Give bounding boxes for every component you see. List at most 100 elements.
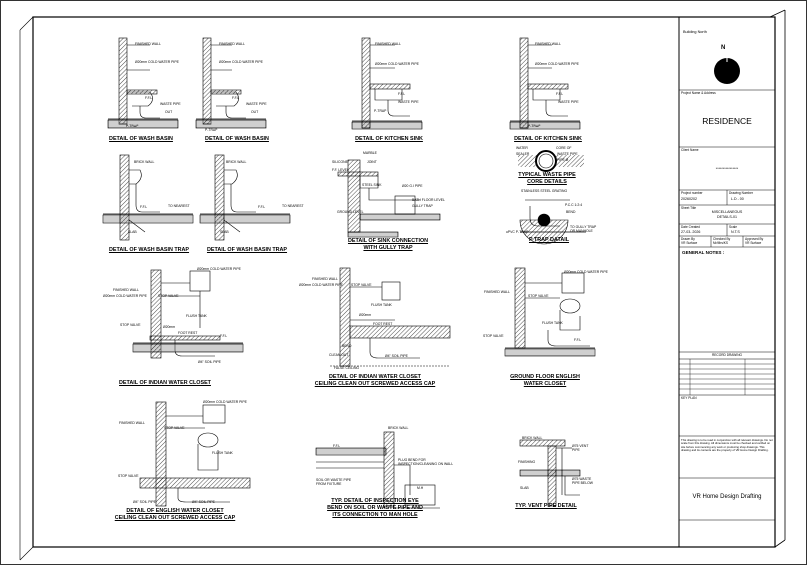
disclaimer-text: This drawing is to be read in conjunctio… bbox=[681, 438, 773, 453]
label-stop-valve-2: STOP VALVE bbox=[118, 474, 139, 478]
caption-indian-wc-cc-line2: CEILING CLEAN OUT SCREWED ACCESS CAP bbox=[314, 381, 436, 387]
scale-label: Scale bbox=[729, 225, 737, 229]
inspection-eye-detail bbox=[315, 431, 440, 509]
label-steel-sink: STEEL SINK bbox=[362, 183, 382, 187]
caption-waste-core-line1: TYPICAL WASTE PIPE bbox=[518, 172, 576, 178]
checked-label: Checked By bbox=[713, 237, 731, 241]
label-to-gully: TO GULLY TRAP OR MANHOLE bbox=[570, 225, 597, 233]
date-value: 27-03- 2026 bbox=[681, 230, 701, 234]
label-pipe-20: Ø20mm bbox=[163, 325, 176, 329]
sheet-title-label: Sheet Title bbox=[681, 206, 697, 210]
caption-wash-basin-2: DETAIL OF WASH BASIN bbox=[205, 136, 269, 142]
north-letter: N bbox=[721, 45, 726, 51]
label-waste-pipe: WASTE PIPE bbox=[246, 102, 267, 106]
scale-value: N.T.S bbox=[731, 230, 740, 234]
project-number-label: Project number bbox=[681, 191, 703, 195]
english-wc-cc-detail bbox=[139, 401, 251, 507]
label-waste-pipe: Ø75 WASTE PIPE BELOW bbox=[572, 477, 593, 485]
label-waste-pipe: WASTE PIPE bbox=[557, 152, 578, 156]
label-stop-valve: STOP VALVE bbox=[158, 294, 179, 298]
caption-indian-wc-cc-line1: DETAIL OF INDIAN WATER CLOSET bbox=[329, 374, 421, 380]
label-p-trap: P-TRAP bbox=[374, 109, 387, 113]
label-ffl: F.F.L bbox=[220, 334, 228, 338]
indian-wc-detail bbox=[132, 269, 244, 359]
label-pipe-20: Ø20mm bbox=[359, 313, 372, 317]
label-finished-wall: FINISHED WALL bbox=[535, 42, 561, 46]
drawn-value: VR Surface bbox=[681, 241, 698, 245]
caption-inspection-eye: TYP. DETAIL OF INSPECTION EYE BEND ON SO… bbox=[305, 498, 445, 519]
label-upvc: uPVC P-TRAP bbox=[506, 230, 529, 234]
project-number: 20260202 bbox=[681, 197, 697, 201]
north-arrow-icon bbox=[714, 58, 740, 84]
label-finished-wall: FINISHED WALL bbox=[375, 42, 401, 46]
label-cold-pipe: Ø20mm COLD WATER PIPE bbox=[219, 60, 263, 64]
checked-value: Mr/Mrs/KS bbox=[713, 241, 729, 245]
label-flush-tank: FLUSH TANK bbox=[186, 314, 207, 318]
label-stop-valve: STOP VALVE bbox=[351, 283, 372, 287]
label-finishing: FINISHING bbox=[518, 460, 536, 464]
firm-name: VR Home Design Drafting bbox=[692, 494, 762, 500]
caption-gf-english-wc: GROUND FLOOR ENGLISH WATER CLOSET bbox=[500, 374, 590, 388]
label-grating: STAINLESS STEEL GRATING bbox=[521, 189, 568, 193]
label-soil-pipe: Ø4" SOIL PIPE bbox=[133, 500, 156, 504]
label-ff-level: F.F. LEVEL bbox=[332, 168, 349, 172]
frame-corner bbox=[19, 16, 34, 561]
label-cold-pipe: Ø20mm COLD WATER PIPE bbox=[535, 62, 579, 66]
caption-wash-basin-trap-2: DETAIL OF WASH BASIN TRAP bbox=[206, 247, 288, 253]
frame-shadow bbox=[769, 9, 786, 548]
label-waste-pipe: WASTE PIPE bbox=[558, 100, 579, 104]
label-ffl: F.F.L bbox=[333, 444, 341, 448]
caption-kitchen-sink-1: DETAIL OF KITCHEN SINK bbox=[355, 136, 423, 142]
wash-basin-detail-2 bbox=[195, 37, 267, 129]
caption-english-wc-cc-line1: DETAIL OF ENGLISH WATER CLOSET bbox=[126, 508, 224, 514]
caption-sink-gully-line1: DETAIL OF SINK CONNECTION bbox=[347, 238, 429, 244]
kitchen-sink-detail-2 bbox=[509, 37, 581, 130]
label-ffl: F.F.L bbox=[145, 96, 153, 100]
label-clean-out: CLEAN OUT bbox=[329, 353, 349, 357]
label-plug-bend: PLUG BEND FOR INSPECTION/CLEANING ON WAL… bbox=[398, 458, 454, 466]
label-bath-floor: BATH FLOOR LEVEL bbox=[412, 198, 445, 202]
label-finished-wall: FINISHED WALL bbox=[312, 277, 338, 281]
caption-inspection-eye-line1: TYP. DETAIL OF INSPECTION EYE bbox=[331, 498, 419, 504]
label-foot-rest: FOOT REST bbox=[178, 331, 198, 335]
label-water: WATER bbox=[516, 146, 528, 150]
label-cold-pipe: Ø20mm COLD WATER PIPE bbox=[299, 283, 343, 287]
label-brick-wall: BRICK WALL bbox=[388, 426, 409, 430]
label-soil-pipe-2: Ø4" SOIL PIPE bbox=[192, 500, 215, 504]
label-bend: BEND bbox=[566, 210, 576, 214]
label-slab: SLAB bbox=[220, 230, 229, 234]
caption-gf-english-wc-line1: GROUND FLOOR ENGLISH bbox=[510, 374, 580, 380]
label-core-of: CORE OF bbox=[556, 146, 572, 150]
label-ffl: F.F.L bbox=[258, 205, 266, 209]
inner-frame bbox=[32, 16, 776, 548]
label-gi-pipe: Ø20 G.I PIPE bbox=[402, 184, 423, 188]
label-false-ceiling: FALSE CEILING bbox=[334, 366, 360, 370]
sheet-title-line1: MISCELLANEOUS bbox=[711, 210, 743, 214]
label-finished-wall: FINISHED WALL bbox=[113, 288, 139, 292]
label-waste-pipe: WASTE PIPE bbox=[398, 100, 419, 104]
caption-waste-core-line2: CORE DETAILS bbox=[527, 179, 567, 185]
vent-pipe-detail bbox=[519, 439, 581, 507]
caption-indian-wc: DETAIL OF INDIAN WATER CLOSET bbox=[119, 380, 211, 386]
date-label: Date Created bbox=[681, 225, 700, 229]
label-cold-pipe-2: Ø20mm COLD WATER PIPE bbox=[103, 294, 147, 298]
label-to-nearest: TO NEAREST bbox=[282, 204, 304, 208]
label-silicone: SILICONE bbox=[332, 160, 348, 164]
label-cold-pipe: Ø20mm COLD WATER PIPE bbox=[135, 60, 179, 64]
caption-wash-basin-trap-1: DETAIL OF WASH BASIN TRAP bbox=[108, 247, 190, 253]
kitchen-sink-detail-1 bbox=[351, 37, 423, 130]
record-drawing-table bbox=[679, 359, 775, 395]
label-soil-pipe: Ø4" SOIL PIPE bbox=[198, 360, 221, 364]
label-ffl: F.F.L bbox=[398, 92, 406, 96]
label-vent-pipe: Ø75 VENT PIPE bbox=[572, 444, 589, 452]
label-brick-wall: BRICK WALL bbox=[134, 160, 155, 164]
label-to-nearest: TO NEAREST bbox=[168, 204, 190, 208]
label-soil-pipe: Ø4" SOIL PIPE bbox=[385, 354, 408, 358]
label-stop-valve: STOP VALVE bbox=[164, 426, 185, 430]
label-brick-wall: BRICK WALL bbox=[226, 160, 247, 164]
label-pipe-dia: PIPE Ø bbox=[557, 158, 569, 162]
caption-waste-core: TYPICAL WASTE PIPE CORE DETAILS bbox=[512, 172, 582, 186]
label-ffl: F.F.L bbox=[140, 205, 148, 209]
